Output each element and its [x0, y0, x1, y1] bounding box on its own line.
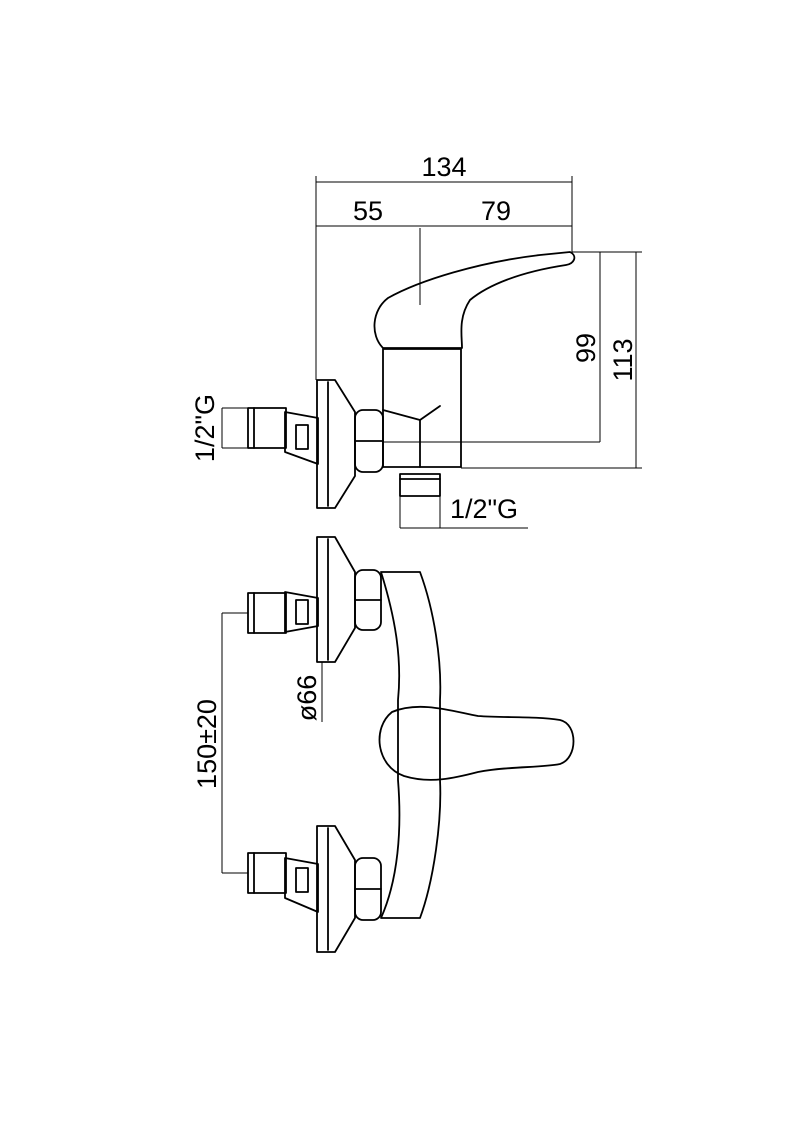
side-body — [382, 348, 462, 468]
dim-width-right: 79 — [481, 196, 511, 226]
side-outlet-fitting — [399, 473, 441, 497]
side-inlet-fitting — [247, 407, 287, 449]
side-body-detail — [382, 405, 441, 421]
dim-thread-inlet: 1/2"G — [190, 394, 220, 462]
front-flange-upper — [316, 536, 356, 663]
front-handle — [378, 705, 575, 781]
dim-thread-outlet: 1/2"G — [450, 494, 518, 524]
dim-height-99: 99 — [571, 333, 601, 363]
dim-height-113: 113 — [608, 338, 638, 381]
dim-width-left: 55 — [353, 196, 383, 226]
side-view — [247, 228, 600, 509]
front-connector-lower-window — [295, 867, 309, 893]
front-flange-lower — [316, 825, 356, 953]
dim-center-distance: 150±20 — [192, 699, 222, 789]
front-body — [380, 571, 442, 919]
side-connector — [284, 411, 319, 465]
dim-flange-diameter: ø66 — [292, 675, 322, 722]
front-view: 150±20 ø66 — [192, 536, 575, 953]
front-connector-upper-window — [295, 599, 309, 625]
side-connector-window — [295, 424, 309, 450]
side-handle — [373, 251, 576, 349]
side-view-dimensions: 134 55 79 99 113 1/2"G 1/2"G — [190, 152, 642, 529]
side-flange — [316, 379, 356, 509]
dim-overall-width: 134 — [421, 152, 466, 182]
front-connector-upper — [284, 591, 319, 633]
front-connector-lower — [284, 857, 319, 913]
